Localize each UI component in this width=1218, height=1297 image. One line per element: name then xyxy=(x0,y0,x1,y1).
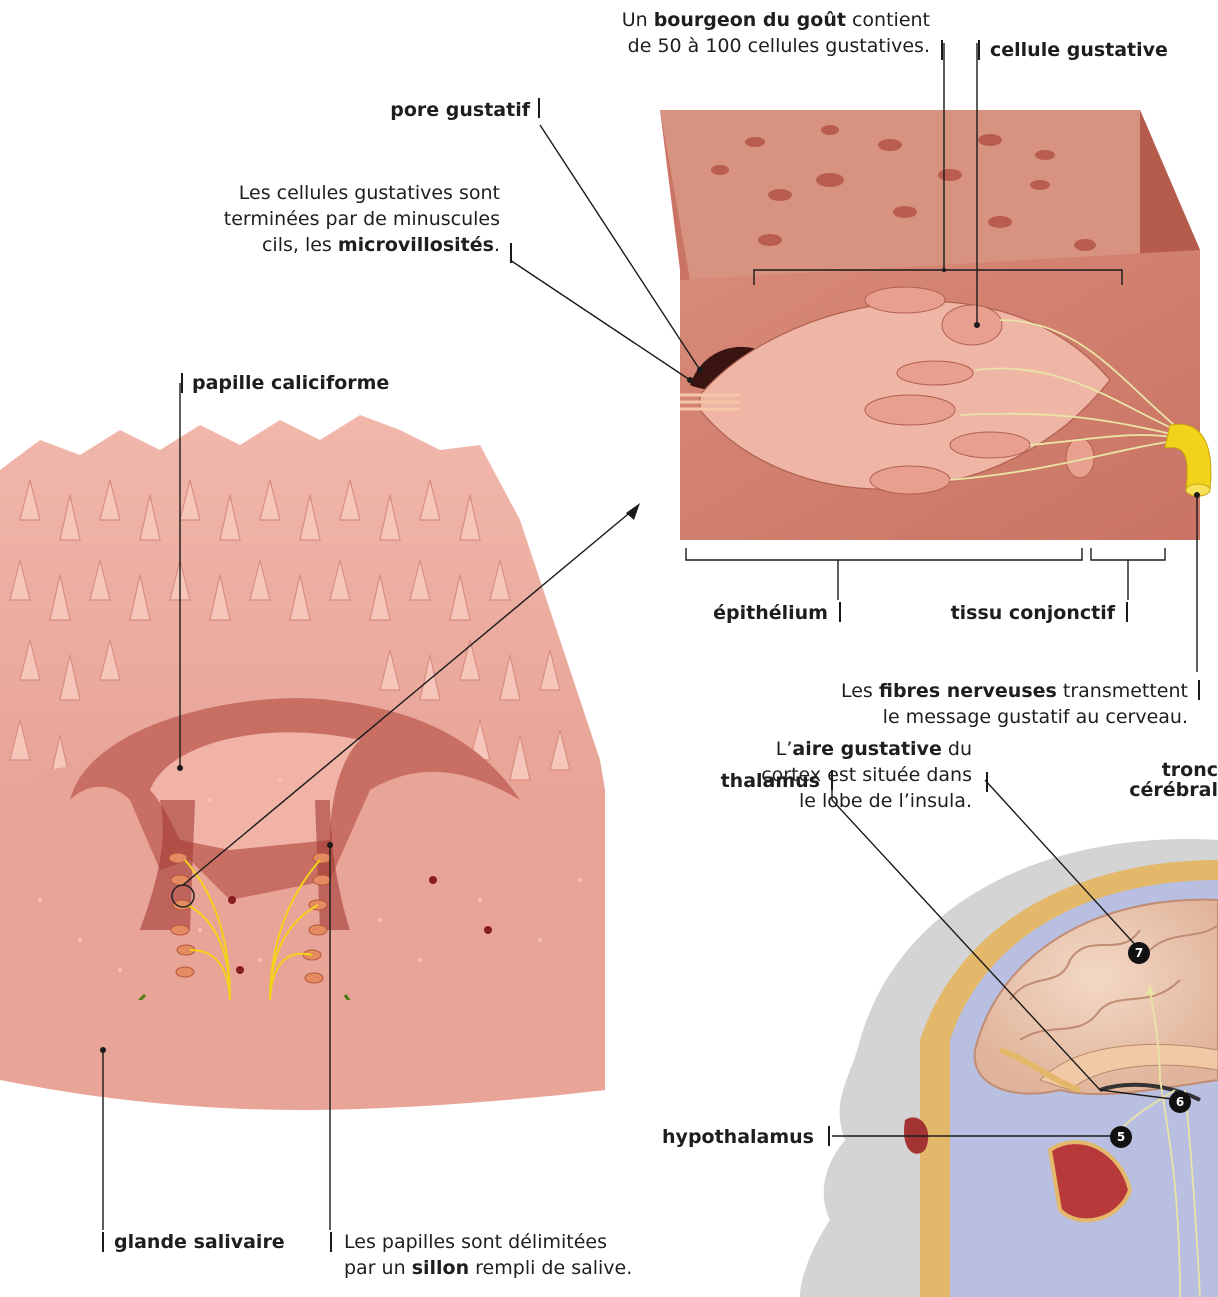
tongue-section xyxy=(0,415,605,1110)
label-fibres-nerveuses: Les fibres nerveuses transmettent le mes… xyxy=(841,678,1188,730)
svg-text:7: 7 xyxy=(1135,946,1143,960)
label-tissu-conjonctif: tissu conjonctif xyxy=(951,600,1115,626)
label-hypothalamus: hypothalamus xyxy=(662,1124,814,1150)
label-tronc-cerebral: tronc cérébral xyxy=(1128,760,1218,800)
marker-5: 5 xyxy=(1110,1126,1132,1148)
label-pore-gustatif: pore gustatif xyxy=(390,97,530,123)
taste-bud-block xyxy=(660,110,1211,540)
label-glande-salivaire: glande salivaire xyxy=(114,1229,285,1255)
label-epithelium: épithélium xyxy=(713,600,828,626)
label-thalamus: thalamus xyxy=(721,768,820,794)
label-cellule-gustative: cellule gustative xyxy=(990,37,1168,63)
label-papille-caliciforme: papille caliciforme xyxy=(192,370,389,396)
arrow-head xyxy=(626,503,640,520)
svg-text:6: 6 xyxy=(1176,1095,1184,1109)
head-section xyxy=(800,839,1218,1297)
label-sillon: Les papilles sont délimitées par un sill… xyxy=(344,1229,632,1281)
svg-text:5: 5 xyxy=(1117,1130,1125,1144)
marker-7: 7 xyxy=(1128,942,1150,964)
marker-6: 6 xyxy=(1169,1091,1191,1113)
label-bourgeon: Un bourgeon du goût contient de 50 à 100… xyxy=(622,7,930,59)
label-microvillosites: Les cellules gustatives sont terminées p… xyxy=(224,180,500,258)
